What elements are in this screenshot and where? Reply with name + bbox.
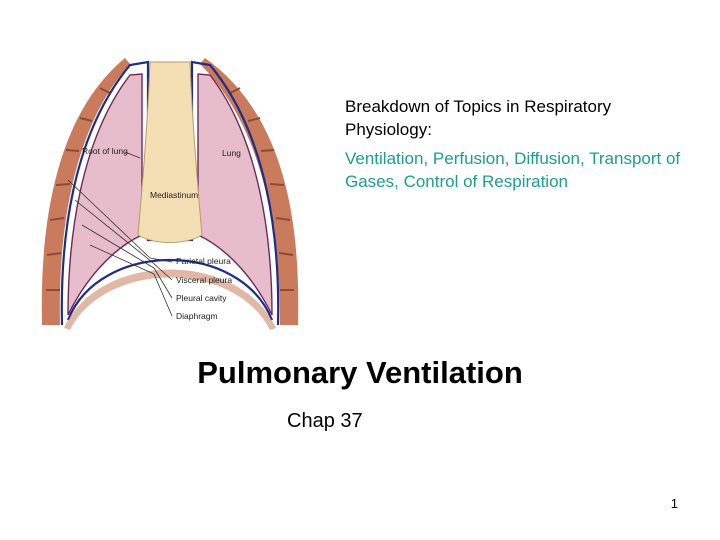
diaphragm-muscle: [64, 269, 276, 330]
left-lung: [67, 73, 143, 316]
lungs-illustration: Root of lung Lung Mediastinum Parietal p…: [41, 58, 299, 330]
slide-title: Pulmonary Ventilation: [197, 355, 523, 390]
label-lung: Lung: [222, 148, 241, 158]
rib-stripes: [46, 87, 294, 291]
leader-lines: [67, 151, 173, 317]
chest-wall: [41, 58, 130, 325]
slide-subtitle: Chap 37: [287, 410, 363, 432]
diaphragm: [66, 258, 274, 321]
label-mediastinum: Mediastinum: [150, 190, 198, 200]
chest-wall: [200, 58, 299, 325]
label-root-of-lung: Root of lung: [82, 146, 128, 156]
label-diaphragm: Diaphragm: [176, 311, 218, 321]
topics-list: Ventilation, Perfusion, Diffusion, Trans…: [345, 149, 681, 191]
label-visceral-pleura: Visceral pleura: [176, 275, 232, 285]
slide-number: 1: [670, 496, 678, 511]
label-pleural-cavity: Pleural cavity: [176, 293, 227, 303]
topics-heading: Breakdown of Topics in Respiratory Physi…: [345, 97, 612, 139]
thoracic-cavity-diagram: Root of lung Lung Mediastinum Parietal p…: [30, 40, 310, 330]
right-lung: [197, 73, 273, 316]
topics-block: Breakdown of Topics in Respiratory Physi…: [345, 95, 690, 193]
label-parietal-pleura: Parietal pleura: [176, 256, 231, 266]
mediastinum: [137, 61, 203, 243]
